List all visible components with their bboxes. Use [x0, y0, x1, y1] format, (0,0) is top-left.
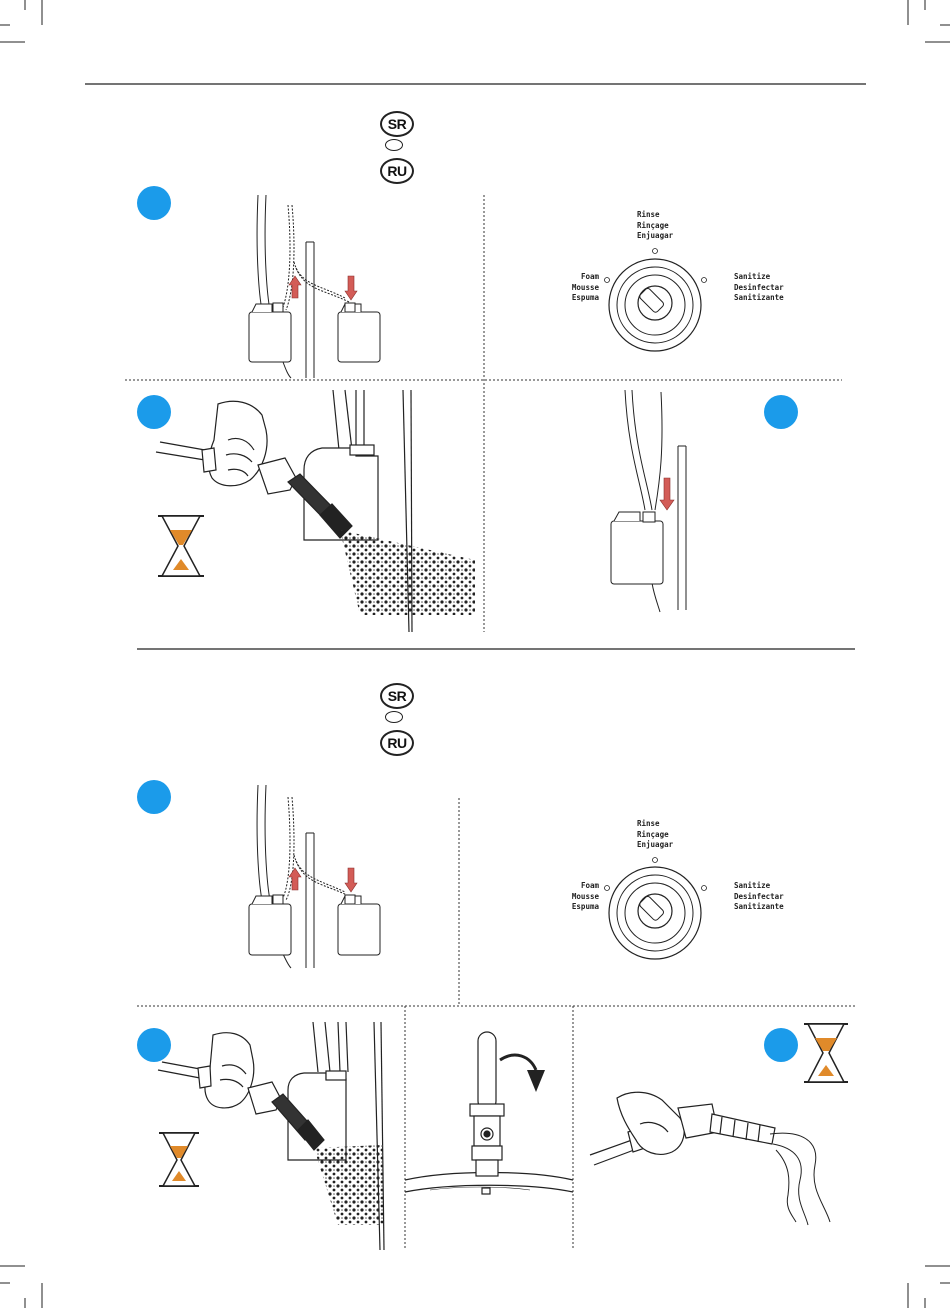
hourglass-icon	[0, 0, 950, 1308]
